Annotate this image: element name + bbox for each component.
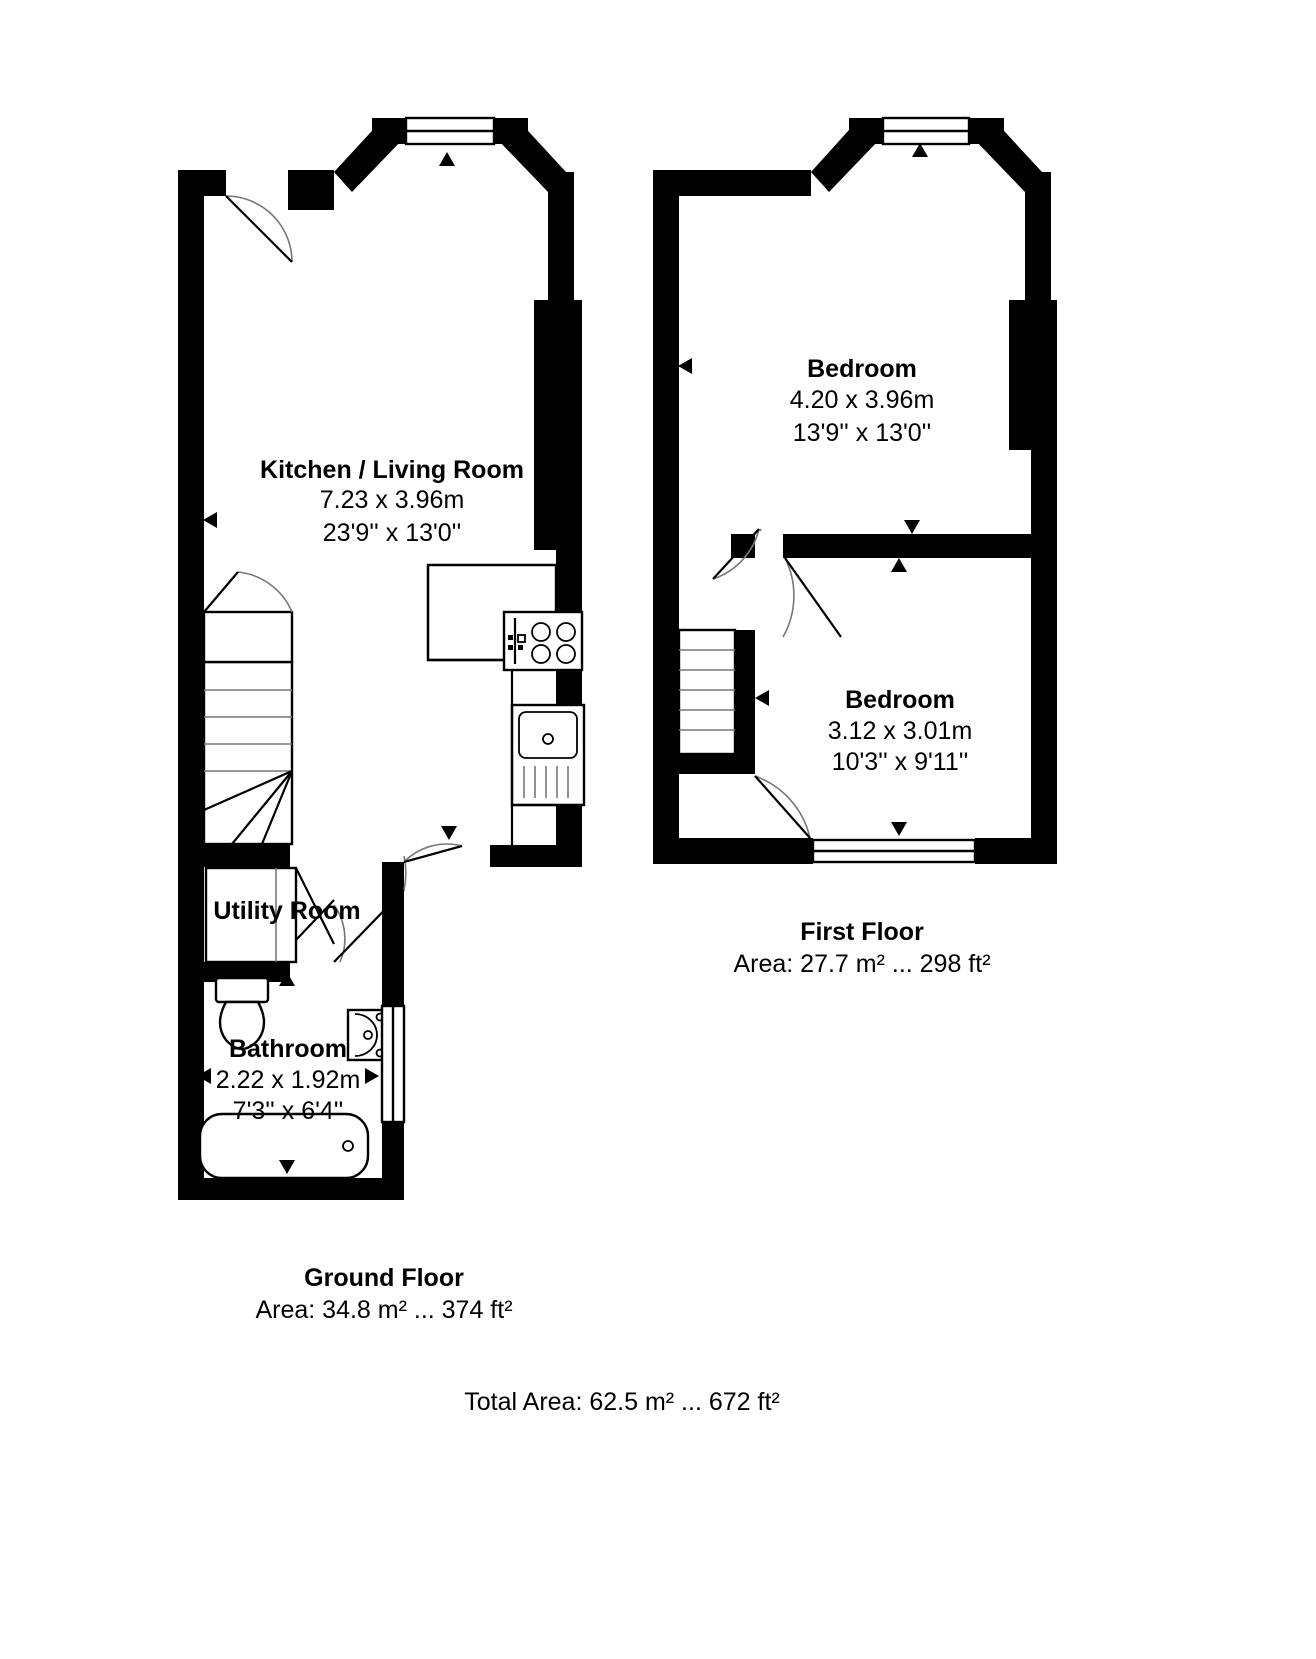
floor-area-first: Area: 27.7 m² ... 298 ft² <box>733 950 990 978</box>
wall-right-chimney <box>534 300 582 550</box>
door-swing-hall <box>333 855 407 963</box>
floor-title-ground: Ground Floor <box>304 1264 464 1292</box>
room-dim-imperial-bathroom: 7'3'' x 6'4'' <box>233 1097 344 1125</box>
wall-ff-bottom-left <box>653 838 813 864</box>
room-dim-imperial-bedroom-2: 10'3'' x 9'11'' <box>832 748 969 776</box>
room-label-utility-room: Utility Room <box>213 897 360 925</box>
door-swing-utility <box>295 867 346 963</box>
staircase-symbol-first <box>677 628 737 756</box>
room-label-kitchen-living-room: Kitchen / Living Room <box>260 456 524 484</box>
bay-window-symbol <box>346 116 554 187</box>
dimension-arrow-marker <box>365 1068 379 1084</box>
kitchen-sink-symbol <box>510 703 586 807</box>
wall-hall-corner <box>383 862 403 888</box>
door-swing-kitchen-hall <box>403 843 463 864</box>
room-dim-metric-kitchen-living-room: 7.23 x 3.96m <box>320 486 465 514</box>
wall-ff-right-lower <box>1031 448 1057 860</box>
dimension-arrow-marker <box>279 1160 295 1174</box>
dimension-arrow-marker <box>891 822 907 836</box>
dimension-arrow-marker <box>279 972 295 986</box>
door-swing-front-entry <box>225 195 293 263</box>
floor-area-ground: Area: 34.8 m² ... 374 ft² <box>255 1296 512 1324</box>
wall-ff-right-upper <box>1025 172 1051 302</box>
dimension-arrow-marker <box>891 558 907 572</box>
dimension-arrow-marker <box>912 143 928 157</box>
wall-ff-bedroom-divider <box>783 534 1057 558</box>
first-floor-walls <box>653 118 1057 864</box>
dimension-arrow-marker <box>755 690 769 706</box>
dimension-arrow-marker <box>441 826 457 840</box>
room-dim-metric-bathroom: 2.22 x 1.92m <box>216 1066 361 1094</box>
dimension-arrow-marker <box>556 512 570 528</box>
wall-right-upper <box>548 172 574 302</box>
dimension-arrow-marker <box>1032 690 1046 706</box>
wall-ff-right-chimney <box>1009 300 1057 450</box>
utility-room-unit <box>204 866 298 964</box>
wash-basin-symbol <box>346 1008 388 1062</box>
dimension-arrow-marker <box>203 512 217 528</box>
room-label-bathroom: Bathroom <box>229 1035 347 1063</box>
staircase-symbol-ground <box>202 571 294 846</box>
kitchen-hob-symbol <box>502 610 584 672</box>
window-symbol-first-rear <box>811 838 977 864</box>
wall-left-upper <box>178 170 204 860</box>
floor-title-first: First Floor <box>800 918 924 946</box>
room-dim-metric-bedroom-2: 3.12 x 3.01m <box>828 717 973 745</box>
wall-kitchen-utility-divider <box>204 845 290 867</box>
door-swing-bedroom-2 <box>782 557 842 638</box>
wall-ff-top-left <box>653 170 811 196</box>
bathtub-symbol <box>198 1112 370 1180</box>
first-floor-plan: Bedroom 4.20 x 3.96m 13'9'' x 13'0'' Bed… <box>653 116 1057 978</box>
ground-floor-plan: Kitchen / Living Room 7.23 x 3.96m 23'9'… <box>178 116 586 1324</box>
door-swing-bedroom-1 <box>712 528 762 580</box>
room-dim-metric-bedroom-1: 4.20 x 3.96m <box>790 386 935 414</box>
total-area-label: Total Area: 62.5 m² ... 672 ft² <box>464 1388 779 1416</box>
toilet-symbol <box>214 976 270 1051</box>
wall-bath-window-bottom <box>382 1120 404 1128</box>
wall-bathroom-bottom <box>178 1178 404 1200</box>
wall-ff-bottom-right <box>975 838 1057 864</box>
dimension-arrow-marker <box>197 1068 211 1084</box>
bay-window-symbol-first <box>823 116 1030 187</box>
wall-kitchen-bottom-right <box>490 845 582 867</box>
wall-top-bay-left-pier <box>288 170 334 210</box>
wall-top-left-stub <box>178 170 226 196</box>
room-label-bedroom-1: Bedroom <box>807 355 917 383</box>
room-label-bedroom-2: Bedroom <box>845 686 955 714</box>
dimension-arrow-marker <box>904 520 920 534</box>
door-swing-landing-lower <box>754 775 811 839</box>
wall-bath-window-top <box>382 1000 404 1008</box>
dimension-arrow-marker <box>439 152 455 166</box>
room-dim-imperial-bedroom-1: 13'9'' x 13'0'' <box>793 419 931 447</box>
wall-ff-stair-bottom <box>679 752 755 774</box>
room-dim-imperial-kitchen-living-room: 23'9'' x 13'0'' <box>323 519 461 547</box>
window-symbol-bathroom <box>380 1004 406 1124</box>
wall-ff-left <box>653 170 679 860</box>
dimension-arrow-marker <box>678 358 692 374</box>
